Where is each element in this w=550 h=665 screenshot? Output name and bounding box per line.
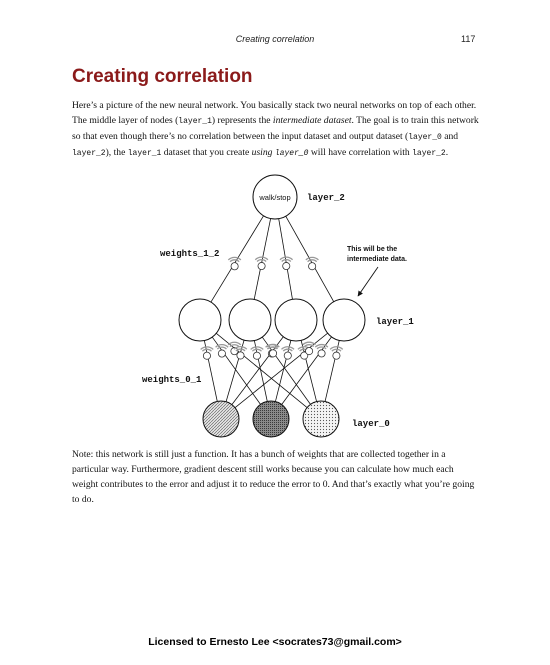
weight-dial-icon (227, 256, 242, 271)
weight-dials (200, 256, 344, 360)
weight-edge (281, 336, 332, 405)
weight-dial-icon (305, 256, 319, 271)
weight-dial-icon (233, 345, 248, 360)
weight-edge (215, 332, 308, 408)
output-node (252, 174, 298, 220)
weight-edge (275, 340, 292, 402)
weight-dial-icon (279, 256, 294, 271)
annotation-line-2: intermediate data. (347, 256, 407, 263)
hidden-node (274, 298, 318, 342)
weights-0-1-label: weights_0_1 (142, 375, 202, 385)
weight-edge (278, 218, 293, 300)
weight-edge (253, 340, 268, 402)
layer-1-label: layer_1 (376, 317, 414, 327)
hidden-node (228, 298, 272, 342)
weight-edge (300, 340, 317, 402)
weight-dial-icon (266, 343, 280, 358)
weight-edge (261, 336, 311, 405)
weight-dial-icon (302, 341, 316, 356)
weight-dial-icon (254, 256, 269, 271)
input-node (302, 400, 340, 438)
page-number: 117 (461, 34, 476, 44)
weights-1-2-label: weights_1_2 (160, 249, 219, 259)
hidden-node (178, 298, 222, 342)
chapter-title: Creating correlation (235, 34, 315, 44)
weight-edge (211, 336, 261, 405)
weight-dial-icon (200, 346, 214, 360)
weight-edge (253, 218, 272, 300)
weight-edge (285, 215, 335, 302)
input-node (252, 400, 290, 438)
annotation-arrow (357, 266, 379, 297)
weight-dial-icon (329, 346, 344, 360)
section-title: Creating correlation (72, 66, 253, 87)
neural-network-diagram: walk/stop layer_2 weights_1_2 This will … (142, 174, 414, 438)
weight-connections (203, 215, 340, 409)
hidden-node (322, 298, 366, 342)
weight-dial-icon (314, 343, 329, 358)
weight-edge (225, 340, 245, 402)
intro-paragraph: Here’s a picture of the new neural netwo… (72, 100, 479, 158)
weight-edge (234, 332, 328, 409)
weight-edge (324, 340, 340, 402)
layer-0-label: layer_0 (352, 419, 390, 429)
annotation-line-1: This will be the (347, 246, 397, 253)
license-footer: Licensed to Ernesto Lee <socrates73@gmai… (148, 636, 402, 648)
output-node-label: walk/stop (258, 193, 290, 202)
layer-2-label: layer_2 (307, 193, 345, 203)
weight-dial-icon (250, 346, 264, 360)
weight-dial-icon (215, 344, 229, 358)
weight-dial-icon (281, 346, 295, 360)
weight-edge (210, 215, 264, 303)
input-node (202, 400, 240, 438)
weight-edge (203, 340, 218, 402)
note-paragraph: Note: this network is still just a funct… (72, 449, 475, 505)
